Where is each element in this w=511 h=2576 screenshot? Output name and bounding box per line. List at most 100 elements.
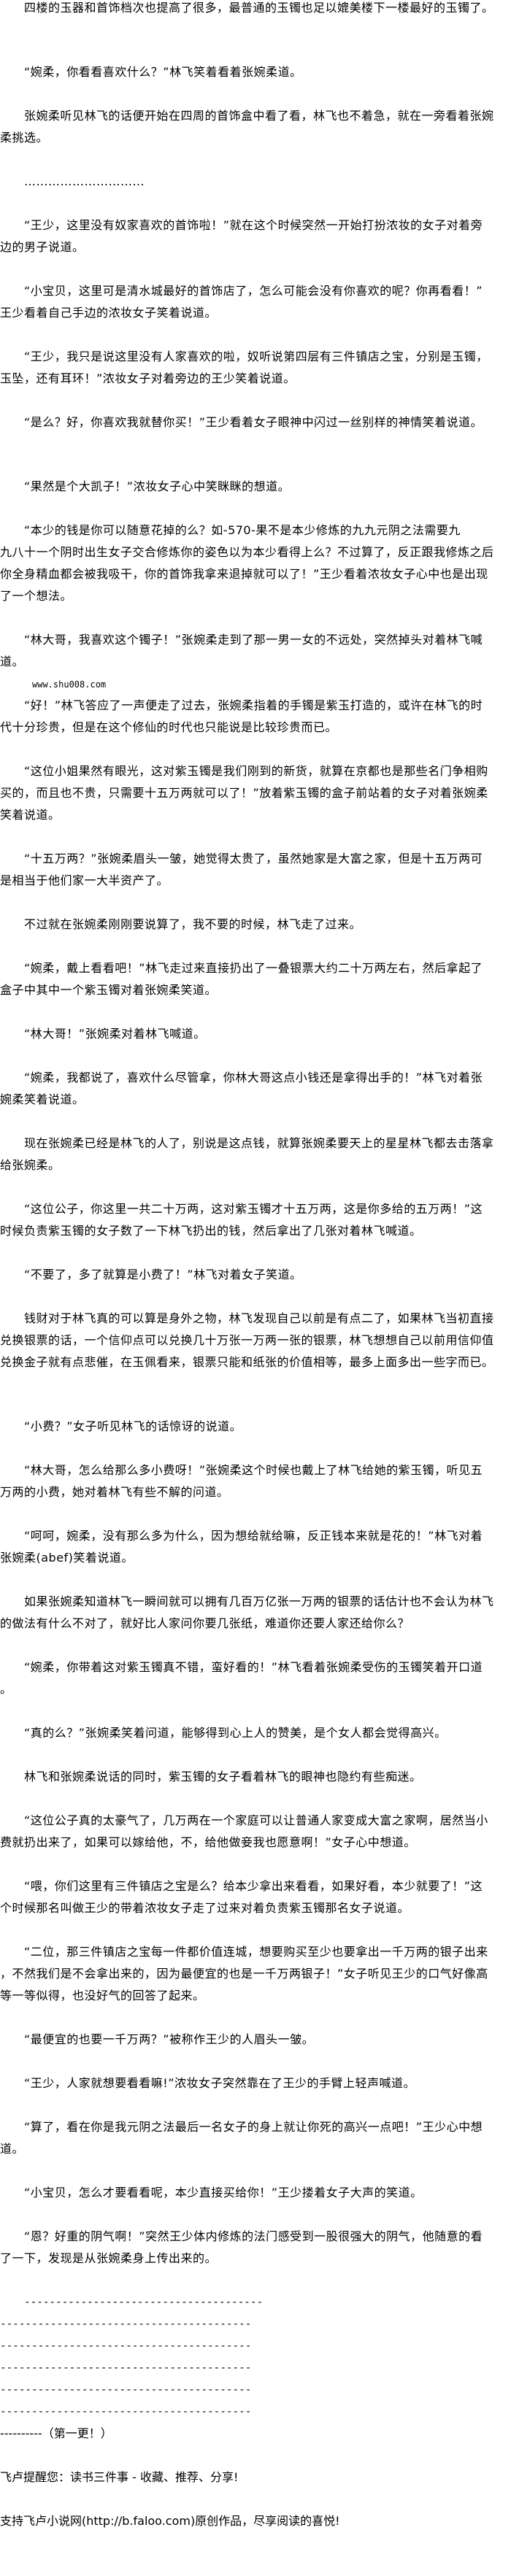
paragraph-line: 了一下，发现是从张婉柔身上传出来的。 [0, 2251, 218, 2265]
paragraph-line: 给张婉柔。 [0, 1158, 61, 1172]
paragraph-line: “这位公子，你这里一共二十万两，这对紫玉镯才十五万两，这是你多给的五万两！”这 [24, 1202, 483, 1216]
paragraph-line: 你全身精血都会被我吸干，你的首饰我拿来退掉就可以了！”王少看着浓妆女子心中也是出… [0, 567, 488, 581]
paragraph-line: “最便宜的也要一千万两？”被称作王少的人眉头一皱。 [24, 2032, 315, 2046]
chapter-update-note: ----------（第一更！） [0, 2426, 112, 2440]
footer-support: 支持飞卢小说网(http://b.faloo.com)原创作品，尽享阅读的喜悦! [0, 2514, 340, 2528]
paragraph: “王少，这里没有奴家喜欢的首饰啦！”就在这个时候突然一开始打扮浓妆的女子对着旁边… [0, 215, 511, 258]
paragraph-line: “喂，你们这里有三件镇店之宝是么？给本少拿出来看看，如果好看，本少就要了！”这 [24, 1879, 483, 1893]
separator-line: ---------------------------------------- [0, 2384, 252, 2396]
paragraph-line: 兑换银票的话，一个信仰点可以兑换几十万张一万两一张的银票，林飞想想自己以前用信仰… [0, 1333, 494, 1347]
paragraph: “恩？好重的阴气啊！”突然王少体内修炼的法门感受到一股很强大的阴气，他随意的看了… [0, 2226, 511, 2270]
paragraph-line: ，不然我们是不会拿出来的，因为最便宜的也是一千万两银子！”女子听见王少的口气好像… [0, 1967, 488, 1981]
paragraph-line: 现在张婉柔已经是林飞的人了，别说是这点钱，就算张婉柔要天上的星星林飞都去击落拿 [24, 1136, 494, 1150]
paragraph-line: “算了，看在你是我元阴之法最后一名女子的身上就让你死的高兴一点吧！”王少心中想 [24, 2120, 483, 2134]
paragraph-line: 不过就在张婉柔刚刚要说算了，我不要的时候，林飞走了过来。 [24, 917, 362, 931]
paragraph-line: 钱财对于林飞真的可以算是身外之物，林飞发现自己以前是有点二了，如果林飞当初直接 [24, 1311, 494, 1325]
separator-line: ---------------------------------------- [0, 2340, 252, 2352]
paragraph: “王少，我只是说这里没有人家喜欢的啦，奴听说第四层有三件镇店之宝，分别是玉镯， 玉… [0, 346, 511, 390]
paragraph: “婉柔，你带着这对紫玉镯真不错，蛮好看的！”林飞看着张婉柔受伤的玉镯笑着开口道。 [0, 1657, 511, 1700]
paragraph: “这位公子，你这里一共二十万两，这对紫玉镯才十五万两，这是你多给的五万两！”这时… [0, 1198, 511, 1242]
paragraph: “小宝贝，这里可是清水城最好的首饰店了，怎么可能会没有你喜欢的呢？你再看看！” 王… [0, 280, 511, 324]
separator-line: -------------------------------------- [24, 2297, 264, 2308]
paragraph: “真的么？”张婉柔笑着问道，能够得到心上人的赞美，是个女人都会觉得高兴。 [0, 1722, 511, 1744]
paragraph: “喂，你们这里有三件镇店之宝是么？给本少拿出来看看，如果好看，本少就要了！”这个… [0, 1875, 511, 1919]
paragraph-line: 林飞和张婉柔说话的同时，紫玉镯的女子看着林飞的眼神也隐约有些痴迷。 [24, 1770, 422, 1783]
paragraph-line: 道。 [0, 2142, 25, 2156]
paragraph-line: “王少，这里没有奴家喜欢的首饰啦！”就在这个时候突然一开始打扮浓妆的女子对着旁 [24, 218, 483, 232]
paragraph-line: 了一个想法。 [0, 589, 73, 603]
paragraph-line: 道。 [0, 655, 25, 668]
separator-line: ---------------------------------------- [0, 2406, 252, 2418]
paragraph-line: 是相当于他们家一大半资产了。 [0, 874, 169, 887]
paragraph-line: “不要了，多了就算是小费了！”林飞对着女子笑道。 [24, 1268, 302, 1281]
paragraph-line: “婉柔，我都说了，喜欢什么尽管拿，你林大哥这点小钱还是拿得出手的！”林飞对着张 [24, 1071, 483, 1084]
paragraph-line: 张婉柔(abef)笑着说道。 [0, 1551, 134, 1565]
paragraph: “这位小姐果然有眼光，这对紫玉镯是我们刚到的新货，就算在京都也是那些名门争相购买… [0, 760, 511, 826]
paragraph-line: 边的男子说道。 [0, 240, 85, 254]
paragraph: “算了，看在你是我元阴之法最后一名女子的身上就让你死的高兴一点吧！”王少心中想道… [0, 2116, 511, 2160]
paragraph-line: “婉柔，你看看喜欢什么？”林飞笑着看着张婉柔道。 [24, 65, 302, 79]
paragraph-line: ………………………… [24, 174, 145, 188]
paragraph: “婉柔，你看看喜欢什么？”林飞笑着看着张婉柔道。 [0, 61, 511, 83]
separator-line: ---------------------------------------- [0, 2362, 252, 2374]
paragraph: “王少，人家就想要看看嘛!”浓妆女子突然靠在了王少的手臂上轻声喊道。 [0, 2072, 511, 2094]
paragraph-line: 婉柔笑着说道。 [0, 1092, 85, 1106]
chapter-content: 四楼的玉器和首饰档次也提高了很多，最普通的玉镯也足以媲美楼下一楼最好的玉镯了。 “… [0, 1, 511, 2270]
paragraph-line: “林大哥，我喜欢这个镯子！”张婉柔走到了那一男一女的不远处，突然掉头对着林飞喊 [24, 633, 483, 647]
paragraph-line: 张婉柔听见林飞的话便开始在四周的首饰盒中看了看，林飞也不着急，就在一旁看着张婉 [24, 109, 494, 123]
paragraph-line: “二位，那三件镇店之宝每一件都价值连城，想要购买至少也要拿出一千万两的银子出来 [24, 1945, 488, 1959]
paragraph-line: “小宝贝，怎么才要看看呢，本少直接买给你！”王少搂着女子大声的笑道。 [24, 2186, 423, 2199]
paragraph: ………………………… [0, 171, 511, 193]
paragraph-line: “婉柔，你带着这对紫玉镯真不错，蛮好看的！”林飞看着张婉柔受伤的玉镯笑着开口道 [24, 1660, 483, 1674]
paragraph: 林飞和张婉柔说话的同时，紫玉镯的女子看着林飞的眼神也隐约有些痴迷。 [0, 1766, 511, 1788]
paragraph-line: 等一等似得，也没好气的回答了起来。 [0, 1989, 205, 2002]
paragraph: “林大哥，怎么给那么多小费呀！”张婉柔这个时候也戴上了林飞给她的紫玉镯，听见五万… [0, 1459, 511, 1503]
paragraph: “果然是个大凯子！”浓妆女子心中笑眯眯的想道。 [0, 476, 511, 498]
paragraph-line: “十五万两？”张婉柔眉头一皱，她觉得太贵了，虽然她家是大富之家，但是十五万两可 [24, 852, 483, 865]
separator-block: ----------------------------------------… [0, 2291, 511, 2445]
paragraph: “十五万两？”张婉柔眉头一皱，她觉得太贵了，虽然她家是大富之家，但是十五万两可是… [0, 848, 511, 892]
paragraph: 不过就在张婉柔刚刚要说算了，我不要的时候，林飞走了过来。 [0, 914, 511, 936]
paragraph-line: 九八十一个阴时出生女子交合修炼你的姿色以为本少看得上么？不过算了，反正跟我修炼之… [0, 545, 494, 559]
paragraph-line: “王少，我只是说这里没有人家喜欢的啦，奴听说第四层有三件镇店之宝，分别是玉镯， [24, 350, 488, 363]
paragraph: “二位，那三件镇店之宝每一件都价值连城，想要购买至少也要拿出一千万两的银子出来 ，… [0, 1941, 511, 2007]
paragraph-line: “小费？”女子听见林飞的话惊讶的说道。 [24, 1419, 242, 1433]
paragraph: “不要了，多了就算是小费了！”林飞对着女子笑道。 [0, 1264, 511, 1286]
paragraph-line: 王少看着自己手边的浓妆女子笑着说道。 [0, 306, 218, 320]
paragraph: 钱财对于林飞真的可以算是身外之物，林飞发现自己以前是有点二了，如果林飞当初直接兑… [0, 1308, 511, 1373]
paragraph-line: “呵呵，婉柔，没有那么多为什么，因为想给就给嘛，反正钱本来就是花的！”林飞对着 [24, 1529, 483, 1543]
paragraph: “林大哥，我喜欢这个镯子！”张婉柔走到了那一男一女的不远处，突然掉头对着林飞喊道… [0, 629, 511, 673]
paragraph: www.shu008.com “好！”林飞答应了一声便走了过去，张婉柔指着的手镯是… [0, 679, 511, 739]
paragraph-line: 买的，而且也不贵，只需要十五万两就可以了！”放着紫玉镯的盒子前站着的女子对着张婉… [0, 786, 488, 800]
paragraph-line: 兑换金子就有点悲催，在玉佩看来，银票只能和纸张的价值相等，最多上面多出一些字而已… [0, 1355, 494, 1369]
paragraph-line: 四楼的玉器和首饰档次也提高了很多，最普通的玉镯也足以媲美楼下一楼最好的玉镯了。 [24, 1, 494, 15]
paragraph: “本少的钱是你可以随意花掉的么？如-570-果不是本少修炼的九九元阴之法需要九九… [0, 520, 511, 607]
paragraph-line: “好！”林飞答应了一声便走了过去，张婉柔指着的手镯是紫玉打造的，或许在林飞的时 [24, 698, 483, 712]
paragraph: 现在张婉柔已经是林飞的人了，别说是这点钱，就算张婉柔要天上的星星林飞都去击落拿给… [0, 1133, 511, 1176]
paragraph: “婉柔，戴上看看吧！”林飞走过来直接扔出了一叠银票大约二十万两左右，然后拿起了盒… [0, 957, 511, 1001]
paragraph: “这位公子真的太豪气了，几万两在一个家庭可以让普通人家变成大富之家啊，居然当小费… [0, 1810, 511, 1854]
paragraph-line: 玉坠，还有耳环！”浓妆女子对着旁边的王少笑着说道。 [0, 371, 296, 385]
paragraph: 张婉柔听见林飞的话便开始在四周的首饰盒中看了看，林飞也不着急，就在一旁看着张婉柔… [0, 105, 511, 149]
paragraph-line: “恩？好重的阴气啊！”突然王少体内修炼的法门感受到一股很强大的阴气，他随意的看 [24, 2229, 483, 2243]
paragraph-line: 如果张婉柔知道林飞一瞬间就可以拥有几百万亿张一万两的银票的话估计也不会认为林飞 [24, 1594, 494, 1608]
paragraph-line: “林大哥，怎么给那么多小费呀！”张婉柔这个时候也戴上了林飞给她的紫玉镯，听见五 [24, 1463, 483, 1477]
separator-line: ---------------------------------------- [0, 2318, 252, 2330]
paragraph: “小费？”女子听见林飞的话惊讶的说道。 [0, 1416, 511, 1438]
paragraph-line: 个时候那名叫做王少的带着浓妆女子走了过来对着负责紫玉镯那名女子说道。 [0, 1901, 410, 1915]
paragraph-line: 时候负责紫玉镯的女子数了一下林飞扔出的钱，然后拿出了几张对着林飞喊道。 [0, 1224, 422, 1238]
paragraph-line: 盒子中其中一个紫玉镯对着张婉柔笑道。 [0, 983, 218, 997]
watermark-text: www.shu008.com [32, 679, 107, 690]
paragraph-line: 代十分珍贵，但是在这个修仙的时代也只能说是比较珍贵而已。 [0, 720, 338, 734]
paragraph: “婉柔，我都说了，喜欢什么尽管拿，你林大哥这点小钱还是拿得出手的！”林飞对着张婉… [0, 1067, 511, 1111]
paragraph-line: 费就扔出来了，如果可以嫁给他，不，给他做妾我也愿意啊！”女子心中想道。 [0, 1835, 416, 1849]
paragraph-line: “小宝贝，这里可是清水城最好的首饰店了，怎么可能会没有你喜欢的呢？你再看看！” [24, 284, 483, 298]
paragraph-line: 的做法有什么不对了，就好比人家问你要几张纸，难道你还要人家还给你么？ [0, 1616, 410, 1630]
paragraph-line: “这位公子真的太豪气了，几万两在一个家庭可以让普通人家变成大富之家啊，居然当小 [24, 1813, 488, 1827]
paragraph-line: “王少，人家就想要看看嘛!”浓妆女子突然靠在了王少的手臂上轻声喊道。 [24, 2076, 415, 2090]
paragraph-line: 。 [0, 1682, 12, 1696]
paragraph-line: “果然是个大凯子！”浓妆女子心中笑眯眯的想道。 [24, 479, 291, 493]
paragraph-line: 柔挑选。 [0, 131, 49, 144]
paragraph-line: “林大哥！”张婉柔对着林飞喊道。 [24, 1027, 206, 1041]
paragraph-line: “这位小姐果然有眼光，这对紫玉镯是我们刚到的新货，就算在京都也是那些名门争相购 [24, 764, 488, 778]
